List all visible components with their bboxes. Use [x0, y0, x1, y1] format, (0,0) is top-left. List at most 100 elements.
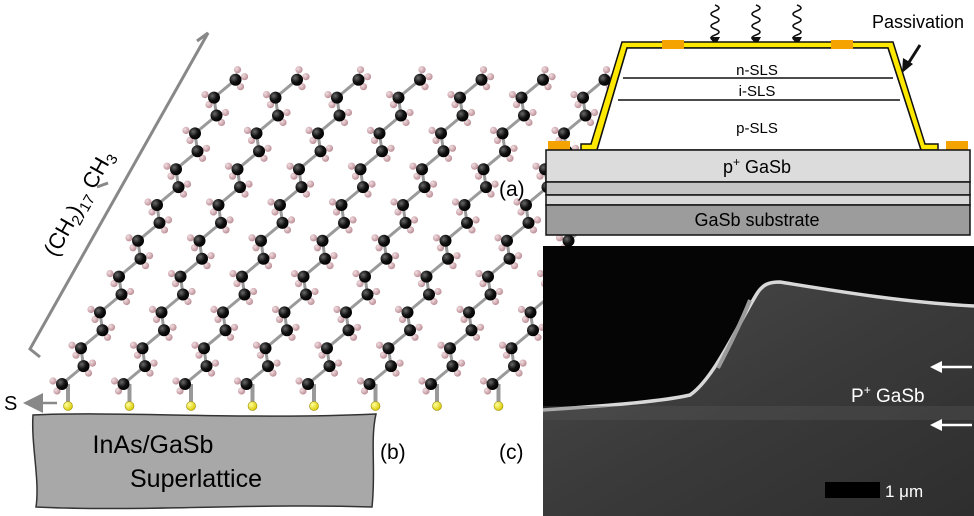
hydrogen-atom — [305, 126, 313, 134]
hydrogen-atom — [368, 180, 376, 188]
hydrogen-atom — [448, 144, 457, 152]
hydrogen-atom — [330, 369, 339, 377]
carbon-atom — [312, 127, 324, 140]
carbon-atom — [423, 288, 435, 301]
hydrogen-atom — [436, 244, 445, 252]
hydrogen-atom — [146, 369, 154, 377]
hydrogen-atom — [483, 387, 492, 395]
hydrogen-atom — [349, 333, 358, 341]
hydrogen-atom — [160, 226, 169, 234]
hydrogen-atom — [141, 262, 150, 270]
hydrogen-atom — [68, 341, 76, 349]
hydrogen-atom — [245, 297, 254, 306]
chain-formula: (CH2)17 CH3 — [39, 146, 122, 263]
hydrogen-atom — [363, 73, 372, 81]
carbon-atom — [338, 216, 350, 229]
hydrogen-atom — [494, 234, 502, 242]
hydrogen-atom — [391, 252, 400, 260]
sem-scale-bar — [825, 482, 880, 498]
hydrogen-atom — [463, 118, 472, 127]
bottom-contact-right — [946, 141, 968, 150]
hydrogen-atom — [590, 108, 599, 117]
hydrogen-atom — [207, 369, 216, 377]
hydrogen-atom — [332, 208, 341, 216]
hydrogen-atom — [379, 351, 388, 359]
hydrogen-atom — [107, 323, 116, 331]
carbon-atom — [155, 306, 168, 319]
hydrogen-atom — [152, 315, 161, 323]
hydrogen-atom — [221, 108, 230, 117]
hydrogen-atom — [164, 216, 173, 224]
hydrogen-atom — [409, 162, 417, 170]
carbon-atom — [170, 163, 182, 176]
carbon-atom — [401, 306, 414, 319]
carbon-atom — [293, 163, 305, 176]
carbon-atom — [333, 109, 346, 122]
hydrogen-atom — [359, 83, 368, 91]
carbon-atom — [200, 360, 213, 373]
hydrogen-atom — [513, 198, 521, 206]
carbon-atom — [253, 145, 265, 158]
carbon-atom — [189, 127, 201, 140]
hydrogen-atom — [262, 91, 271, 99]
hydrogen-atom — [413, 172, 421, 180]
hydrogen-atom — [432, 234, 441, 242]
hydrogen-atom — [460, 315, 468, 323]
carbon-atom — [274, 199, 286, 211]
carbon-atom — [418, 181, 431, 194]
hydrogen-atom — [279, 118, 287, 127]
hydrogen-atom — [87, 305, 95, 313]
carbon-atom — [212, 199, 225, 211]
hydrogen-atom — [53, 387, 61, 395]
hydrogen-atom — [313, 244, 322, 252]
hydrogen-atom — [371, 234, 379, 242]
sulfur-label: S — [4, 393, 17, 415]
hydrogen-atom — [167, 270, 176, 278]
carbon-atom — [316, 234, 329, 247]
hydrogen-atom — [510, 144, 518, 152]
carbon-atom — [562, 234, 575, 247]
carbon-atom — [193, 234, 206, 247]
hydrogen-atom — [467, 108, 476, 117]
carbon-atom — [321, 342, 333, 355]
hydrogen-atom — [203, 262, 211, 270]
hydrogen-atom — [418, 66, 426, 74]
bracket-tip — [96, 181, 109, 189]
hydrogen-atom — [417, 280, 426, 288]
carbon-atom — [454, 91, 466, 104]
hydrogen-atom — [366, 126, 375, 134]
gasb-substrate-label: GaSb substrate — [694, 210, 819, 230]
carbon-atom — [297, 270, 310, 283]
light-wave-arrow — [751, 4, 761, 42]
hydrogen-atom — [273, 359, 281, 367]
hydrogen-atom — [230, 323, 239, 331]
hydrogen-atom — [326, 262, 334, 270]
carbon-atom — [354, 163, 367, 176]
carbon-atom — [496, 127, 509, 140]
carbon-atom — [385, 360, 397, 373]
hydrogen-atom — [266, 101, 275, 109]
hydrogen-atom — [498, 244, 506, 252]
carbon-atom — [250, 127, 263, 140]
sem-layer-label: P+ GaSb — [851, 383, 925, 407]
hydrogen-atom — [453, 252, 461, 260]
carbon-atom — [115, 288, 128, 301]
i-sls-label: i-SLS — [739, 83, 776, 100]
sulfur-atom — [370, 401, 381, 411]
hydrogen-atom — [444, 154, 453, 162]
hydrogen-atom — [541, 66, 549, 74]
hydrogen-atom — [493, 136, 502, 144]
hydrogen-atom — [205, 198, 214, 206]
hydrogen-atom — [506, 154, 514, 162]
hydrogen-atom — [421, 83, 429, 91]
carbon-atom — [314, 145, 327, 158]
carbon-atom — [291, 73, 303, 86]
sem-sidewall-highlight — [716, 299, 752, 369]
hydrogen-atom — [325, 144, 334, 152]
hydrogen-atom — [502, 351, 511, 359]
hydrogen-atom — [430, 297, 438, 306]
hydrogen-atom — [233, 66, 242, 74]
carbon-atom — [281, 324, 293, 337]
carbon-atom — [515, 91, 528, 104]
